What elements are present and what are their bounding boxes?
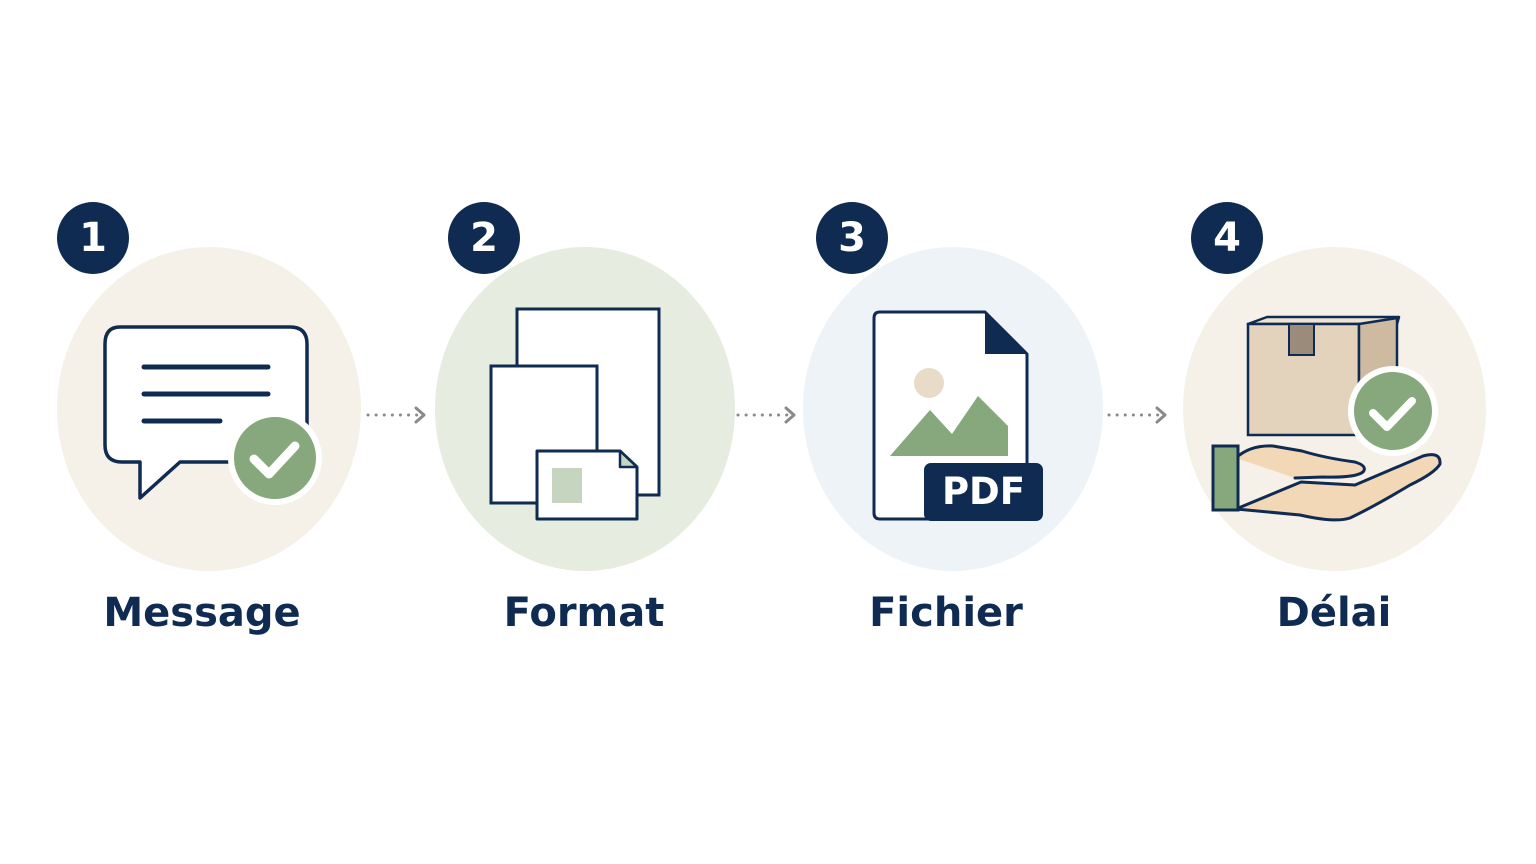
step-3-label: Fichier bbox=[869, 590, 1023, 636]
step-4-label: Délai bbox=[1276, 590, 1392, 636]
step-1-number-badge: 1 bbox=[57, 202, 129, 274]
step-4-number-badge: 4 bbox=[1191, 202, 1263, 274]
page-sizes-icon bbox=[489, 307, 661, 521]
step-3-number-badge: 3 bbox=[816, 202, 888, 274]
pdf-badge: PDF bbox=[924, 463, 1043, 521]
step-2-number-badge: 2 bbox=[448, 202, 520, 274]
delivery-hand-box-icon bbox=[1211, 315, 1442, 522]
step-2-label: Format bbox=[503, 590, 665, 636]
pdf-badge-text: PDF bbox=[941, 470, 1026, 513]
step-1-label: Message bbox=[103, 590, 301, 636]
arrow-2-to-3 bbox=[736, 406, 796, 424]
arrow-3-to-4 bbox=[1107, 406, 1167, 424]
arrow-1-to-2 bbox=[366, 406, 426, 424]
chat-bubble-check-icon bbox=[103, 325, 322, 505]
